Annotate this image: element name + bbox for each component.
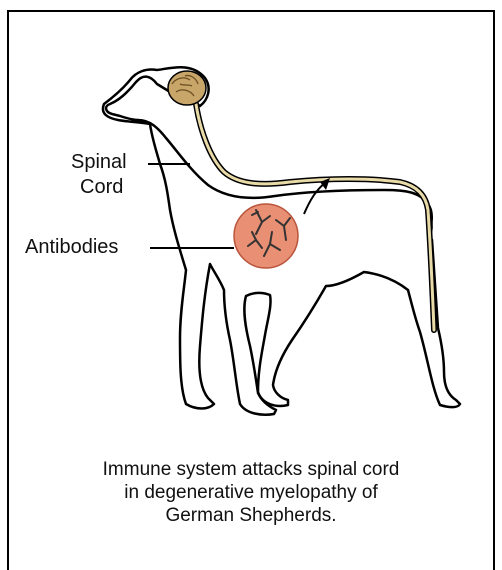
antibodies-label: Antibodies xyxy=(25,236,118,259)
spinal-cord-label-2: Cord xyxy=(80,176,123,199)
caption-line3: German Shepherds. xyxy=(0,504,502,527)
spinal-cord-label-line2: Cord xyxy=(80,176,123,199)
spinal-cord xyxy=(196,104,434,330)
caption: Immune system attacks spinal cord in deg… xyxy=(0,458,502,527)
spinal-cord-label: Spinal xyxy=(71,151,127,174)
spinal-cord-label-line1: Spinal xyxy=(71,151,127,174)
antibody-circle xyxy=(234,204,298,268)
spinal-cord-fill xyxy=(196,104,434,330)
caption-line1: Immune system attacks spinal cord xyxy=(0,458,502,481)
brain xyxy=(168,71,206,105)
caption-line2: in degenerative myelopathy of xyxy=(0,481,502,504)
